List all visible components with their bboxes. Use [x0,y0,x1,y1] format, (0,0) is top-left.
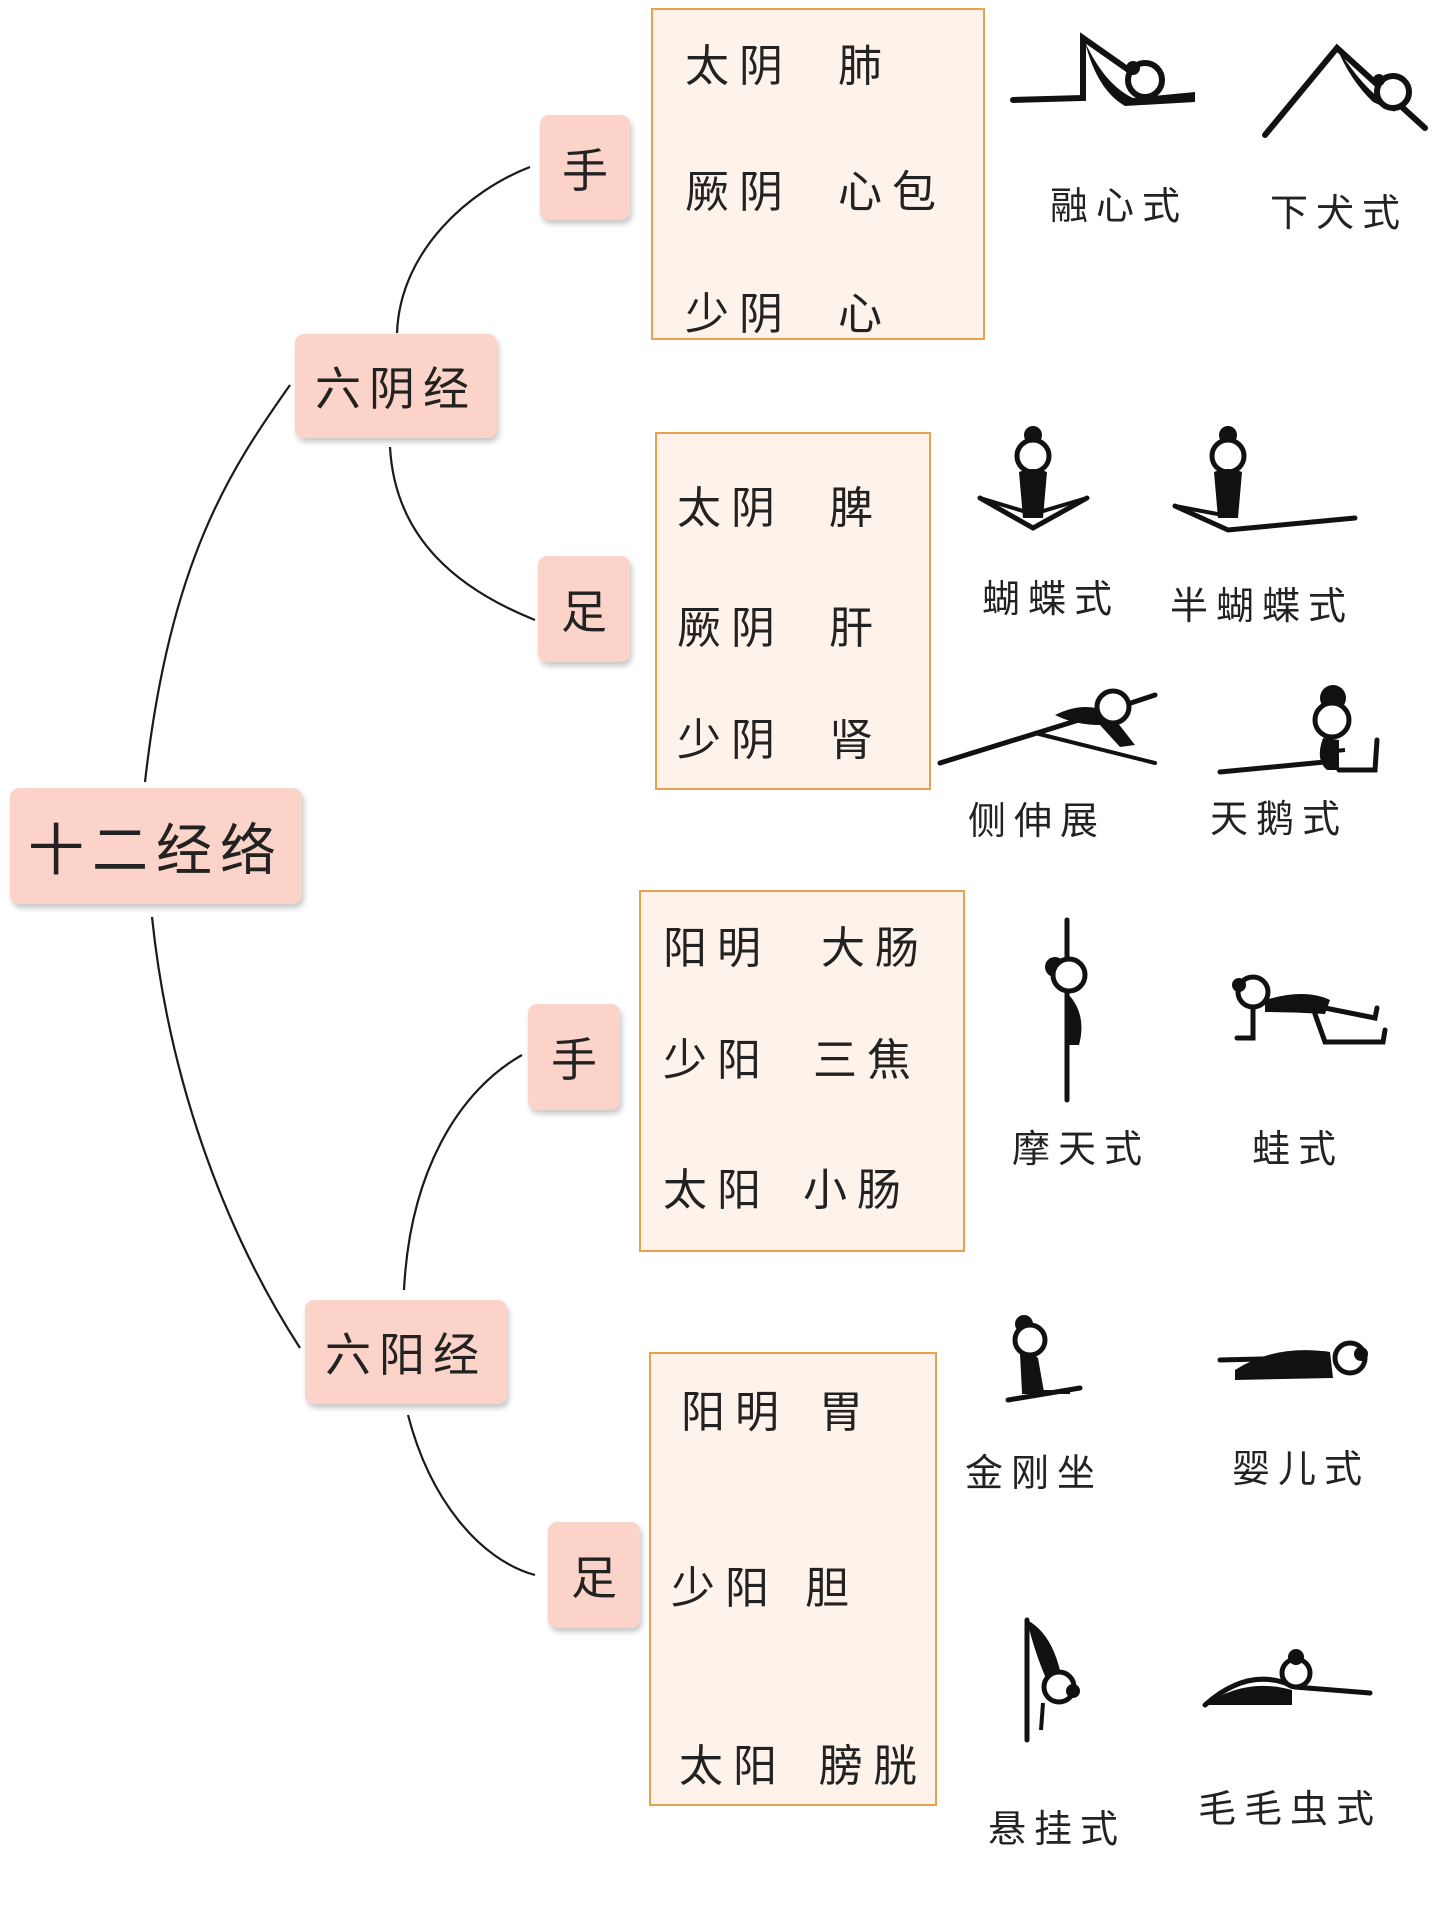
pose-label-frog: 蛙式 [1252,1127,1345,1171]
line-yang-foot [406,1414,536,1577]
frog-pose-figure [1232,974,1388,1045]
hanging-pose-figure [1024,1617,1080,1743]
pose-label-swan: 天鹅式 [1210,797,1349,841]
pose-label-childs-pose: 婴儿式 [1232,1447,1371,1491]
line-yin-foot [388,446,536,622]
line-yang-hand [402,1054,523,1291]
yin-foot-box: 太阴 脾 厥阴 肝 少阴 肾 [655,432,931,790]
yin-hand-box: 太阴 肺 厥阴 心包 少阴 心 [651,8,985,340]
sky-reach-pose-figure [1045,917,1088,1103]
pose-label-sky-reach: 摩天式 [1012,1127,1151,1171]
line-yin-hand [395,165,531,334]
yang-foot-box: 阳明 胃 少阳 胆 太阳 膀胱 [649,1352,937,1806]
swan-pose-figure [1217,685,1380,775]
yang-foot-node: 足 [548,1522,640,1628]
pose-label-heart-melt: 融心式 [1050,184,1189,228]
heart-melt-pose-figure [1010,32,1195,106]
pose-label-caterpillar: 毛毛虫式 [1198,1787,1383,1831]
line-root-yang [150,916,301,1349]
yang-node: 六阳经 [305,1300,507,1404]
pose-label-half-butterfly: 半蝴蝶式 [1170,584,1355,628]
pose-label-downward-dog: 下犬式 [1270,191,1409,235]
pose-label-butterfly: 蝴蝶式 [982,577,1121,621]
yin-foot-node: 足 [538,556,630,662]
childs-pose-figure [1217,1340,1368,1380]
side-stretch-pose-figure [937,688,1158,766]
pose-label-side-stretch: 侧伸展 [968,799,1107,843]
butterfly-pose-figure [977,426,1090,531]
downward-dog-pose-figure [1262,43,1428,138]
caterpillar-pose-figure [1202,1649,1373,1708]
yin-hand-node: 手 [540,115,630,220]
yin-node: 六阴经 [295,334,497,438]
line-root-yin [143,384,291,783]
root-node: 十二经络 [10,788,302,904]
vajrasana-pose-figure [1005,1315,1083,1403]
yang-hand-node: 手 [528,1004,620,1110]
pose-label-hanging: 悬挂式 [988,1807,1127,1851]
half-butterfly-pose-figure [1172,426,1358,533]
yang-hand-box: 阳明 大肠 少阳 三焦 太阳 小肠 [639,890,965,1252]
pose-label-vajrasana: 金刚坐 [965,1451,1104,1495]
